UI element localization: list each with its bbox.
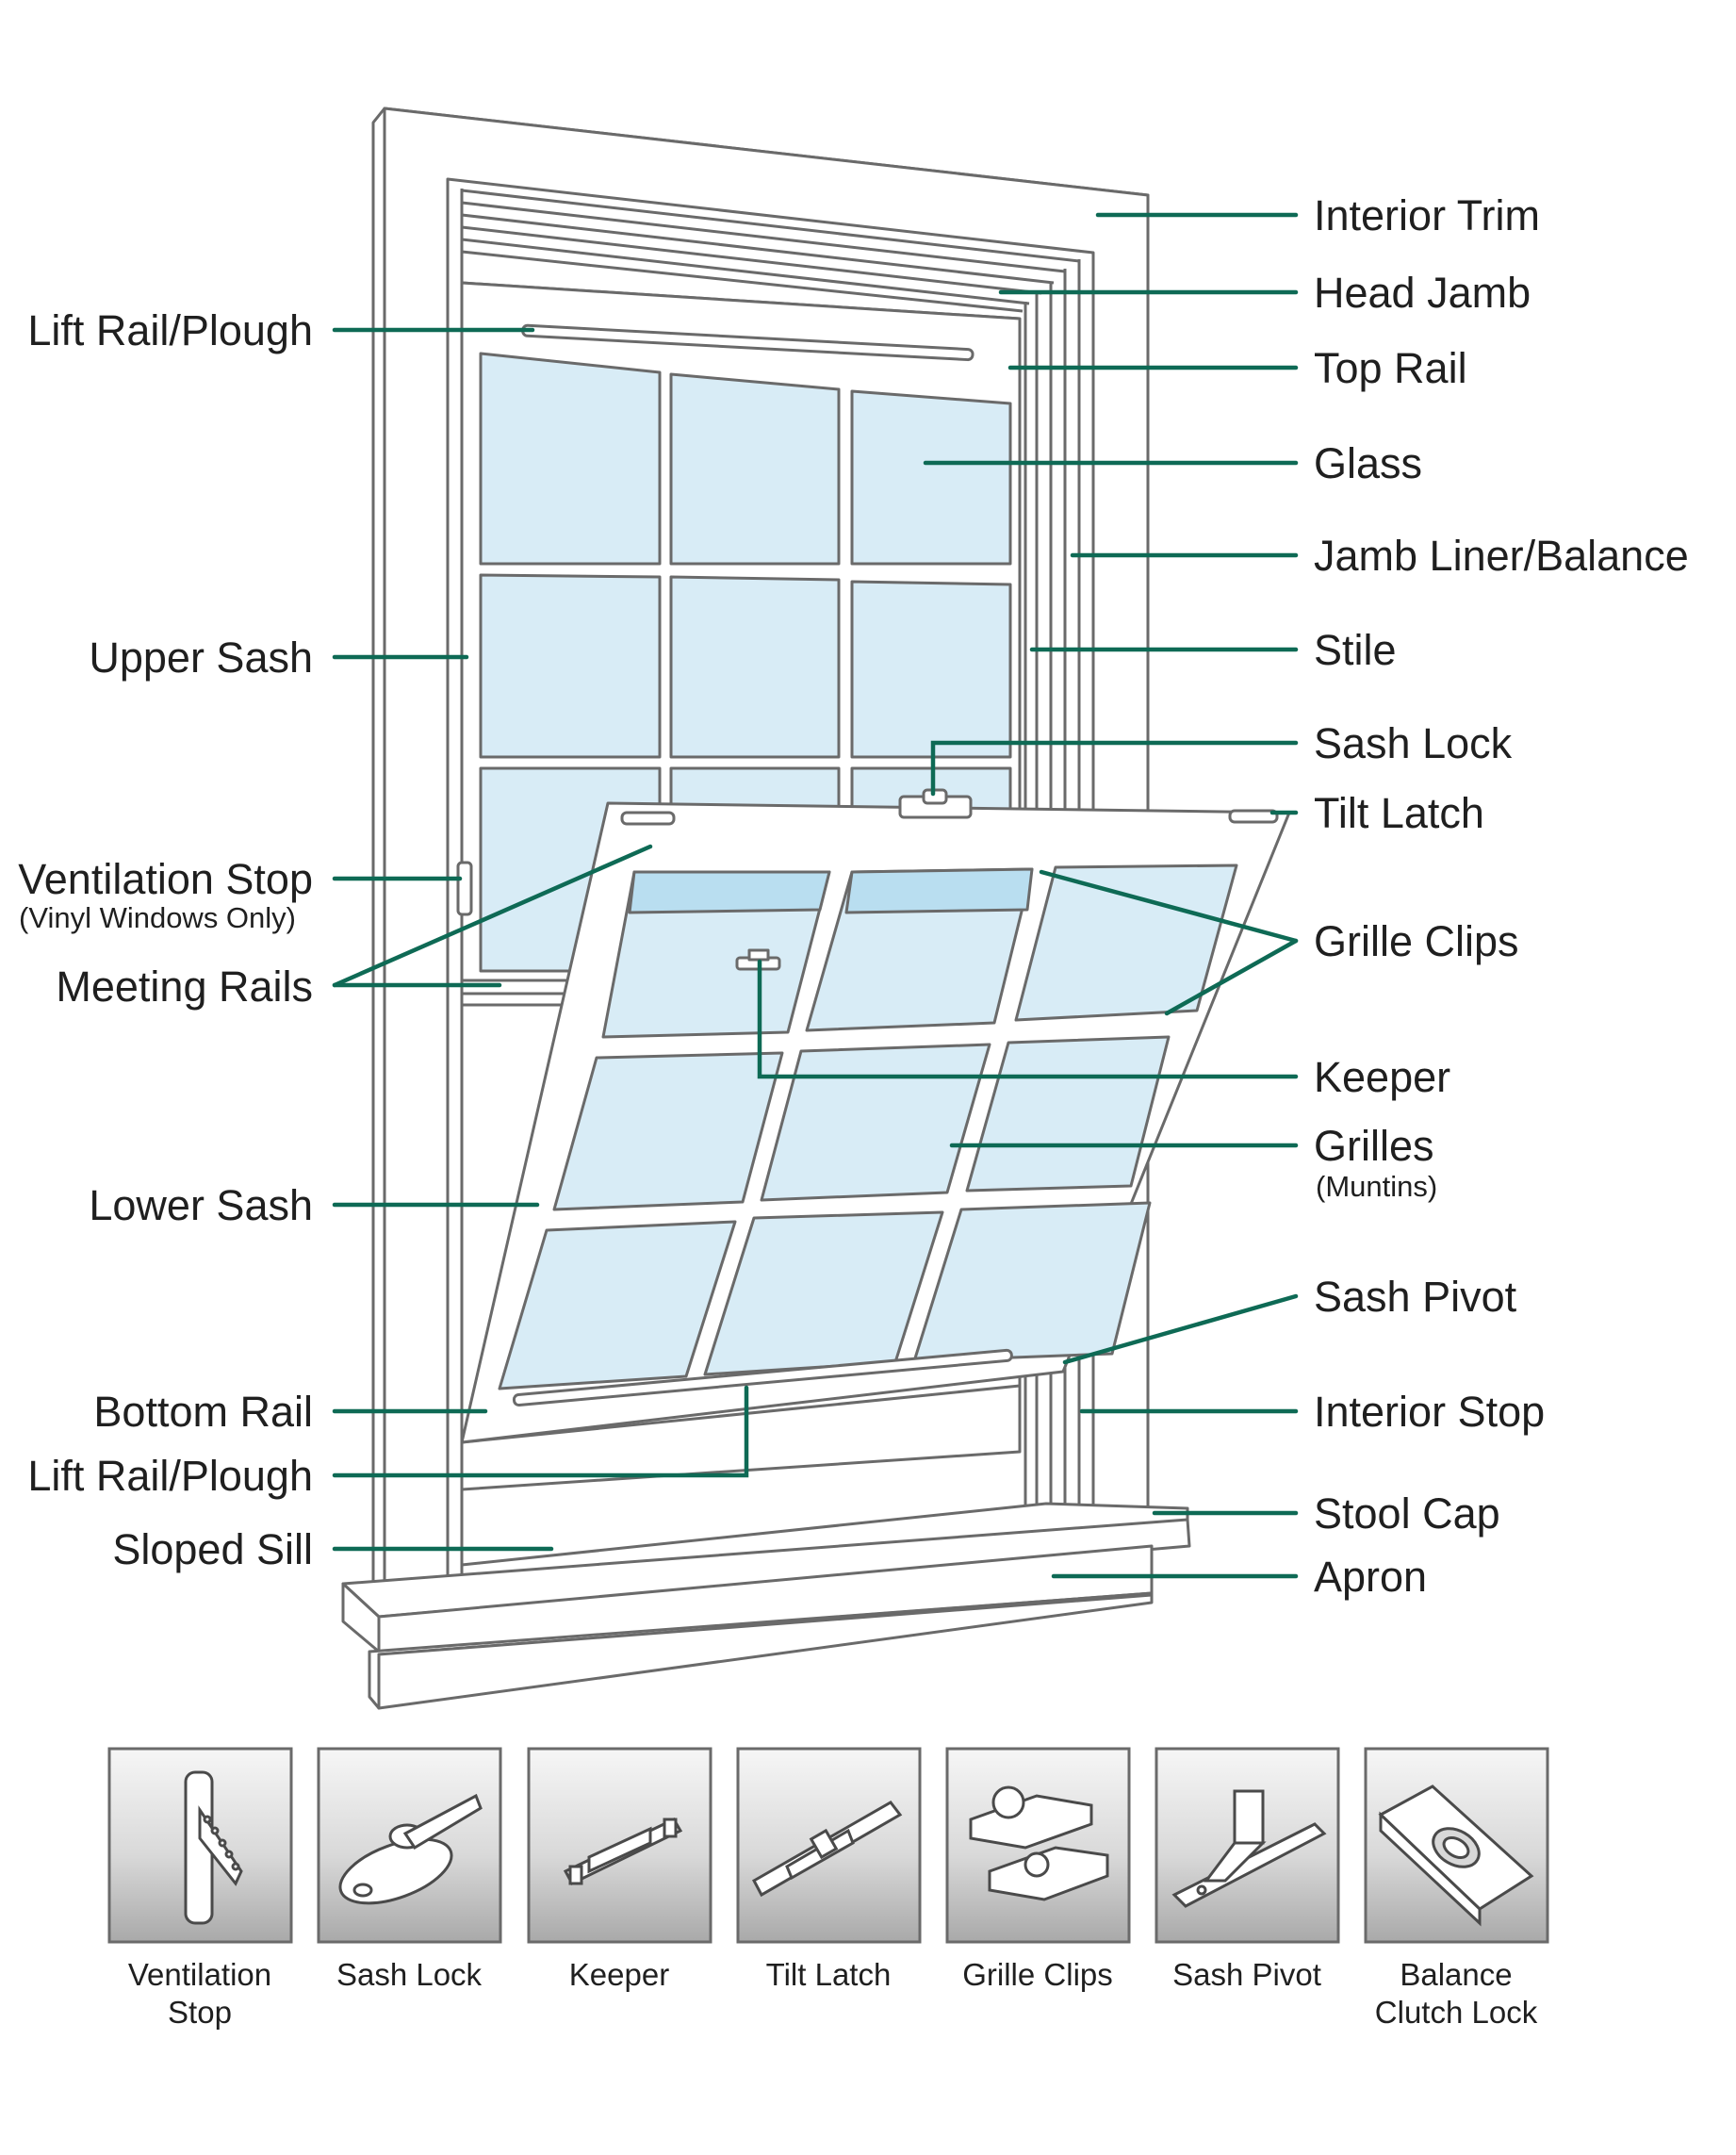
label-lower-sash: Lower Sash: [89, 1181, 313, 1229]
tilt-latch-right: [1228, 809, 1279, 824]
label-meeting-rails: Meeting Rails: [56, 962, 313, 1011]
label-keeper: Keeper: [1314, 1053, 1451, 1101]
thumb-caption-tilt-latch: Tilt Latch: [725, 1956, 932, 1994]
label-top-rail: Top Rail: [1314, 344, 1467, 392]
thumb-caption-line2: Clutch Lock: [1374, 1995, 1538, 2030]
thumb-sash-pivot: [1155, 1747, 1340, 1944]
thumb-caption-line1: Sash Lock: [336, 1957, 483, 1992]
label-lift-rail-bottom: Lift Rail/Plough: [27, 1452, 313, 1500]
thumb-caption-sash-lock: Sash Lock: [305, 1956, 513, 1994]
label-grilles: Grilles: [1314, 1122, 1434, 1170]
label-upper-sash: Upper Sash: [89, 633, 313, 682]
label-lift-rail-top: Lift Rail/Plough: [27, 306, 313, 354]
label-tilt-latch: Tilt Latch: [1314, 789, 1484, 837]
sill-assembly: [341, 1502, 1191, 1710]
label-interior-trim: Interior Trim: [1314, 191, 1541, 239]
label-jamb-liner-balance: Jamb Liner/Balance: [1314, 532, 1689, 580]
thumb-caption-keeper: Keeper: [516, 1956, 723, 1994]
label-sash-lock: Sash Lock: [1314, 719, 1513, 767]
label-ventilation-stop: Ventilation Stop: [18, 855, 313, 903]
label-stile: Stile: [1314, 626, 1397, 674]
thumb-caption-line2: Stop: [168, 1995, 232, 2030]
tilt-latch-icon: [751, 1801, 903, 1898]
thumb-caption-line1: Tilt Latch: [765, 1957, 892, 1992]
thumb-caption-line1: Keeper: [568, 1957, 670, 1992]
label-head-jamb: Head Jamb: [1314, 269, 1531, 317]
window-illustration: [341, 107, 1291, 1710]
sash-lock-part: [898, 788, 973, 819]
label-ventilation-stop-note: (Vinyl Windows Only): [19, 901, 297, 934]
thumb-caption-line1: Balance: [1400, 1957, 1513, 1992]
label-grilles-note: (Muntins): [1316, 1170, 1438, 1203]
thumb-keeper: [527, 1747, 712, 1944]
lower-lift-rail: [512, 1348, 1013, 1407]
thumb-grille-clips: [945, 1747, 1131, 1944]
thumb-tilt-latch: [736, 1747, 922, 1944]
label-apron: Apron: [1314, 1553, 1428, 1601]
label-grille-clips: Grille Clips: [1314, 917, 1519, 965]
thumb-caption-line1: Grille Clips: [962, 1957, 1113, 1992]
label-bottom-rail: Bottom Rail: [93, 1388, 313, 1436]
leader-lines: [332, 212, 1299, 1579]
keeper-icon: [563, 1818, 683, 1885]
sash-pivot-icon: [1171, 1789, 1327, 1908]
lower-glass: [498, 864, 1238, 1390]
thumb-caption-line1: Sash Pivot: [1172, 1957, 1321, 1992]
thumb-ventilation-stop: [107, 1747, 293, 1944]
thumb-caption-grille-clips: Grille Clips: [934, 1956, 1141, 1994]
sash-lock-icon: [338, 1793, 483, 1905]
thumb-caption-balance-clutch-lock: Balance Clutch Lock: [1352, 1956, 1560, 2032]
grille-clips-icon: [969, 1785, 1109, 1901]
thumb-sash-lock: [317, 1747, 502, 1944]
lower-sash: [460, 788, 1291, 1444]
label-sloped-sill: Sloped Sill: [112, 1525, 313, 1573]
label-stool-cap: Stool Cap: [1314, 1489, 1500, 1538]
ventilation-stop-icon: [184, 1770, 243, 1925]
thumb-caption-sash-pivot: Sash Pivot: [1143, 1956, 1351, 1994]
tilt-latch-left: [620, 811, 676, 826]
label-interior-stop: Interior Stop: [1314, 1388, 1546, 1436]
thumb-caption-ventilation-stop: Ventilation Stop: [96, 1956, 303, 2032]
parts-thumbnails: [107, 1747, 1549, 1944]
label-sash-pivot: Sash Pivot: [1314, 1273, 1517, 1321]
ventilation-stop-part: [456, 861, 473, 916]
thumb-caption-line1: Ventilation: [127, 1957, 272, 1992]
thumb-balance-clutch-lock: [1364, 1747, 1549, 1944]
label-glass: Glass: [1314, 439, 1423, 487]
balance-clutch-lock-icon: [1378, 1785, 1534, 1927]
